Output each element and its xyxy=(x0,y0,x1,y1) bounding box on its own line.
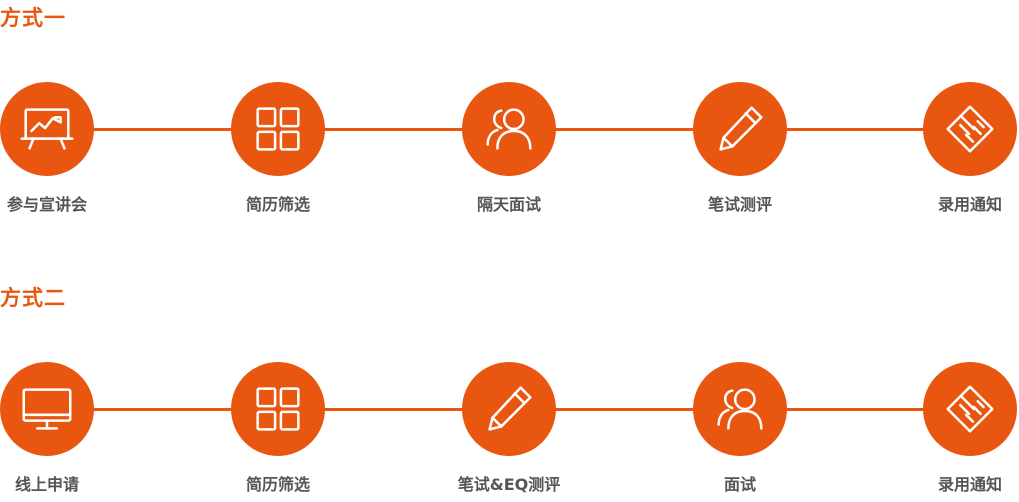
step-icon-circle xyxy=(0,362,94,456)
step-icon-circle xyxy=(923,362,1017,456)
grid-four-squares-icon xyxy=(256,107,300,151)
grid-four-squares-icon xyxy=(256,387,300,431)
method-one-step-3: 隔天面试 xyxy=(449,82,569,222)
presentation-board-icon xyxy=(20,108,74,150)
step-label: 线上申请 xyxy=(14,475,79,494)
people-icon xyxy=(486,108,532,150)
step-icon-circle xyxy=(693,82,787,176)
step-label: 录用通知 xyxy=(937,195,1002,214)
people-icon xyxy=(717,388,763,430)
step-icon-circle xyxy=(0,82,94,176)
step-icon-circle xyxy=(462,82,556,176)
step-icon-circle xyxy=(923,82,1017,176)
method-two-step-4: 面试 xyxy=(680,362,800,502)
pencil-icon xyxy=(488,386,532,431)
step-icon-circle xyxy=(693,362,787,456)
method-one-step-5: 录用通知 xyxy=(910,82,1019,222)
method-one-title: 方式一 xyxy=(0,6,66,30)
method-one-step-1: 参与宣讲会 xyxy=(0,82,107,222)
monitor-icon xyxy=(22,388,72,430)
step-label: 录用通知 xyxy=(937,475,1002,494)
method-two-title: 方式二 xyxy=(0,286,66,310)
step-label: 简历筛选 xyxy=(245,195,310,214)
step-label: 隔天面试 xyxy=(476,195,541,214)
method-two-step-2: 简历筛选 xyxy=(218,362,338,502)
step-label: 笔试&EQ测评 xyxy=(457,475,561,494)
step-label: 参与宣讲会 xyxy=(6,195,87,214)
step-label: 面试 xyxy=(723,475,756,494)
handshake-icon xyxy=(946,105,994,153)
pencil-icon xyxy=(719,106,763,151)
method-one-step-2: 简历筛选 xyxy=(218,82,338,222)
step-icon-circle xyxy=(231,82,325,176)
step-label: 简历筛选 xyxy=(245,475,310,494)
step-label: 笔试测评 xyxy=(707,195,772,214)
method-two-step-1: 线上申请 xyxy=(0,362,107,502)
step-icon-circle xyxy=(462,362,556,456)
handshake-icon xyxy=(946,385,994,433)
method-one-step-4: 笔试测评 xyxy=(680,82,800,222)
method-two-step-5: 录用通知 xyxy=(910,362,1019,502)
method-two-step-3: 笔试&EQ测评 xyxy=(449,362,569,502)
step-icon-circle xyxy=(231,362,325,456)
